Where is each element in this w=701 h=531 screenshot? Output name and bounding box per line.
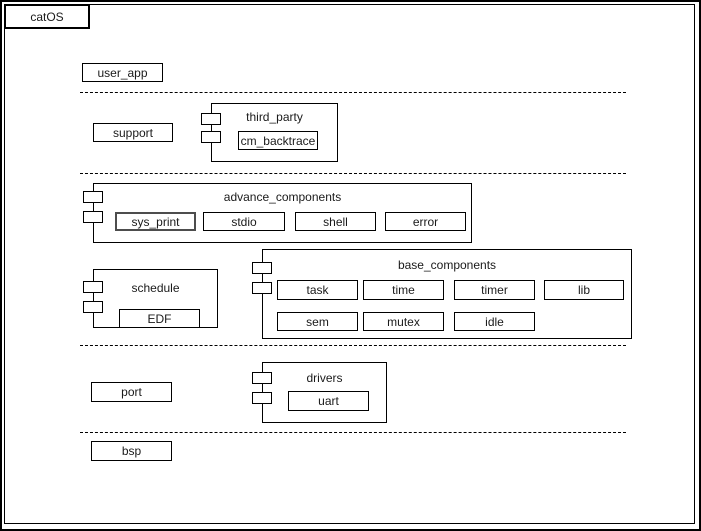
node-bsp-label: bsp — [121, 444, 142, 458]
node-uart-label: uart — [318, 394, 339, 408]
component-port-icon — [83, 301, 103, 313]
node-error-label: error — [412, 214, 439, 229]
component-port-icon — [201, 131, 221, 143]
node-mutex-label: mutex — [387, 314, 420, 329]
node-stdio-label: stdio — [231, 214, 257, 229]
node-support[interactable]: support — [93, 123, 173, 142]
node-task-label: task — [306, 283, 329, 297]
node-user-app-label: user_app — [97, 65, 148, 80]
component-port-icon — [83, 211, 103, 223]
node-edf-label: EDF — [147, 311, 172, 326]
component-base-components-title: base_components — [397, 258, 497, 272]
node-task[interactable]: task — [277, 280, 358, 300]
node-support-label: support — [112, 125, 154, 140]
node-sem-label: sem — [306, 314, 329, 329]
node-error[interactable]: error — [385, 212, 466, 231]
node-timer-label: timer — [481, 283, 508, 297]
node-mutex[interactable]: mutex — [363, 312, 444, 331]
component-port-icon — [252, 392, 272, 404]
node-sys-print-label: sys_print — [131, 214, 180, 229]
component-port-icon — [201, 113, 221, 125]
frame-title-tab[interactable]: catOS — [4, 4, 90, 29]
node-cm-backtrace-label: cm_backtrace — [240, 133, 316, 148]
component-advance-components-title: advance_components — [223, 190, 342, 204]
node-edf[interactable]: EDF — [119, 309, 200, 328]
node-port-label: port — [121, 385, 142, 399]
node-lib[interactable]: lib — [544, 280, 624, 300]
node-port[interactable]: port — [91, 382, 172, 402]
node-timer[interactable]: timer — [454, 280, 535, 300]
frame-title-label: catOS — [30, 9, 64, 24]
node-cm-backtrace[interactable]: cm_backtrace — [238, 131, 318, 150]
node-user-app[interactable]: user_app — [82, 63, 163, 82]
layer-separator-3 — [80, 345, 626, 346]
component-base-components[interactable]: base_components task time timer lib sem … — [252, 249, 632, 339]
component-schedule[interactable]: schedule EDF — [83, 269, 218, 328]
component-schedule-title: schedule — [131, 281, 180, 295]
frame-catos[interactable]: catOS — [4, 4, 695, 524]
node-shell-label: shell — [323, 214, 348, 229]
node-time-label: time — [392, 283, 415, 297]
node-sys-print[interactable]: sys_print — [115, 212, 196, 231]
component-port-icon — [83, 191, 103, 203]
component-port-icon — [252, 282, 272, 294]
node-idle-label: idle — [485, 314, 504, 329]
node-idle[interactable]: idle — [454, 312, 535, 331]
node-uart[interactable]: uart — [288, 391, 369, 411]
component-third-party-title: third_party — [246, 110, 303, 124]
layer-separator-1 — [80, 92, 626, 93]
component-advance-components[interactable]: advance_components sys_print stdio shell… — [83, 183, 472, 243]
node-lib-label: lib — [577, 283, 590, 297]
component-port-icon — [83, 281, 103, 293]
layer-separator-2 — [80, 173, 626, 174]
node-shell[interactable]: shell — [295, 212, 376, 231]
layer-separator-4 — [80, 432, 626, 433]
component-port-icon — [252, 262, 272, 274]
node-sem[interactable]: sem — [277, 312, 358, 331]
node-stdio[interactable]: stdio — [203, 212, 285, 231]
component-drivers-title: drivers — [306, 371, 343, 385]
component-third-party[interactable]: third_party cm_backtrace — [201, 103, 338, 162]
component-port-icon — [252, 372, 272, 384]
node-time[interactable]: time — [363, 280, 444, 300]
node-bsp[interactable]: bsp — [91, 441, 172, 461]
component-drivers[interactable]: drivers uart — [252, 362, 387, 423]
